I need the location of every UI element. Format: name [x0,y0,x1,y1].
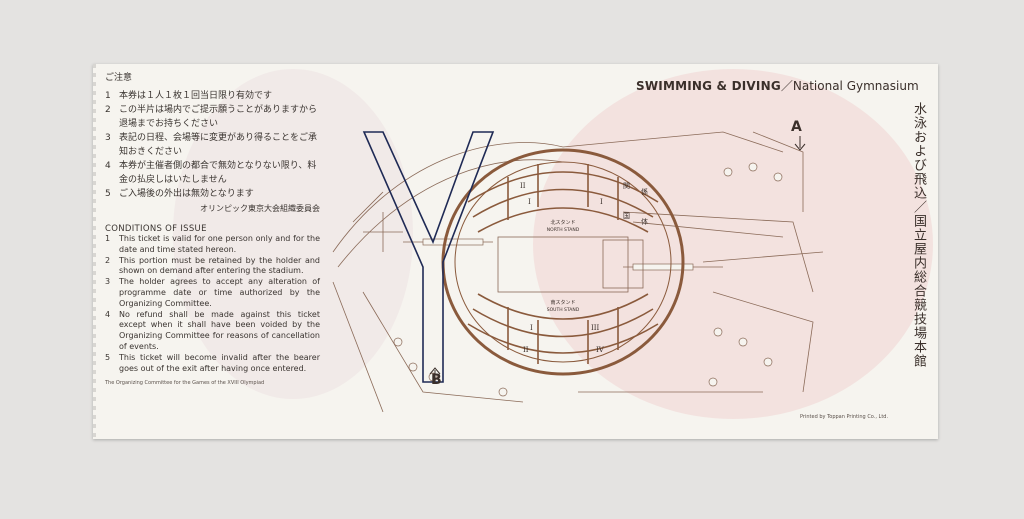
condition-item: 4 No refund shall be made against this ti… [105,310,320,353]
conditions-list: 1 This ticket is valid for one person onl… [105,234,320,374]
background-tint [173,69,933,419]
olympic-ticket: ご注意 1 本券は１人１枚１回当日限り有効です 2 この半片は場内でご提示願うことがあ… [93,64,938,439]
condition-text: The holder agrees to accept any alterati… [119,277,320,308]
map-trees [393,162,783,397]
header-separator: ／ [780,79,793,93]
organizer-jp: オリンピック東京大会組織委員会 [200,204,320,213]
gate-a-label: A [791,119,802,135]
gate-arrows [429,136,806,382]
notice-jp-number: 2 [105,105,111,115]
venue-map: 北スタンド NORTH STAND 南スタンド SOUTH STAND II I… [323,92,823,412]
notice-jp-item: 1 本券は１人１枚１回当日限り有効です [105,89,320,103]
section-south-i: I [530,324,533,332]
conditions-title: CONDITIONS OF ISSUE [105,224,207,234]
section-south-ii: II [523,346,529,354]
section-north-i: I [528,198,531,206]
stadium-inner-ring [454,161,672,363]
guest-jp-1: 国 [623,212,630,220]
notices-jp-list: 1 本券は１人１枚１回当日限り有効です 2 この半片は場内でご提示願うことがありますか… [105,89,320,201]
gate-b-arrow [429,367,441,382]
arena-floor [497,236,629,293]
notice-title-jp: ご注意 [105,73,133,83]
south-stand-label-jp: 南スタンド [550,299,575,306]
notice-jp-text: 本券は１人１枚１回当日限り有効です [119,91,273,101]
organizer-en: The Organizing Committee for the Games o… [105,380,265,387]
notice-jp-number: 4 [105,161,111,171]
north-stand-shape [467,164,659,233]
condition-number: 2 [105,255,111,265]
condition-number: 3 [105,277,111,287]
stadium-outer-ring [441,148,685,376]
sport-name: SWIMMING & DIVING [636,79,781,93]
section-labels: II I I I II III IV 関 係 国 体 [520,182,648,354]
overprint-letter-text: Y [323,92,324,93]
section-south-iv: IV [596,346,605,354]
notice-jp-item: 3 表記の日程、会場等に変更があり得ることをご承知おきください [105,131,320,159]
notice-jp-number: 1 [105,91,111,101]
gate-a-arrow [794,136,806,151]
condition-text: This ticket will become invalid after th… [119,352,320,373]
gate-b-label: B [431,372,442,388]
printer-credit: Printed by Toppan Printing Co., Ltd. [800,414,889,420]
notice-jp-text: 表記の日程、会場等に変更があり得ることをご承知おきください [119,133,318,157]
map-walkways [403,238,723,271]
south-stand-shape [467,293,659,364]
left-text-panel: ご注意 1 本券は１人１枚１回当日限り有効です 2 この半片は場内でご提示願うことがあ… [105,70,320,386]
overprint-letter-y [362,131,495,383]
notice-jp-number: 5 [105,189,111,199]
notice-jp-item: 4 本券が主催者側の都合で無効となりない限り、料金の払戻しはいたしません [105,159,320,187]
notice-jp-item: 2 この半片は場内でご提示願うことがありますから退場までお持ちください [105,103,320,131]
map-outline [332,131,823,412]
notice-jp-number: 3 [105,133,111,143]
south-stand-label-en: SOUTH STAND [547,307,580,313]
perforation-edge [93,64,96,439]
condition-item: 1 This ticket is valid for one person onl… [105,234,320,256]
notice-jp-text: 本券が主催者側の都合で無効となりない限り、料金の払戻しはいたしません [119,161,317,185]
condition-number: 5 [105,352,111,362]
ticket-header: SWIMMING & DIVING／National Gymnasium [636,77,919,94]
notice-jp-text: ご入場後の外出は無効となります [119,189,254,199]
condition-number: 4 [105,309,111,319]
condition-number: 1 [105,234,111,243]
vertical-title-jp: 水泳および飛込／国立屋内総合競技場本館 [911,102,926,368]
section-north-ii: II [520,182,526,190]
section-south-iii: III [591,324,600,332]
venue-name: National Gymnasium [792,79,919,93]
press-jp-1: 関 [623,182,630,190]
notice-jp-text: この半片は場内でご提示願うことがありますから退場までお持ちください [119,105,318,129]
north-stand-label-en: NORTH STAND [547,227,580,233]
condition-item: 2 This portion must be retained by the ho… [105,256,320,278]
press-jp-2: 係 [641,187,648,196]
guest-jp-2: 体 [641,217,648,226]
condition-text: This portion must be retained by the hol… [119,255,320,276]
condition-item: 5 This ticket will become invalid after t… [105,353,320,375]
condition-text: No refund shall be made against this tic… [119,309,320,351]
north-stand-label-jp: 北スタンド [550,219,575,226]
section-north-i2: I [600,198,603,206]
condition-item: 3 The holder agrees to accept any alterat… [105,277,320,309]
diving-pool [602,239,644,289]
condition-text: This ticket is valid for one person only… [119,234,320,254]
notice-jp-item: 5 ご入場後の外出は無効となります [105,187,320,201]
